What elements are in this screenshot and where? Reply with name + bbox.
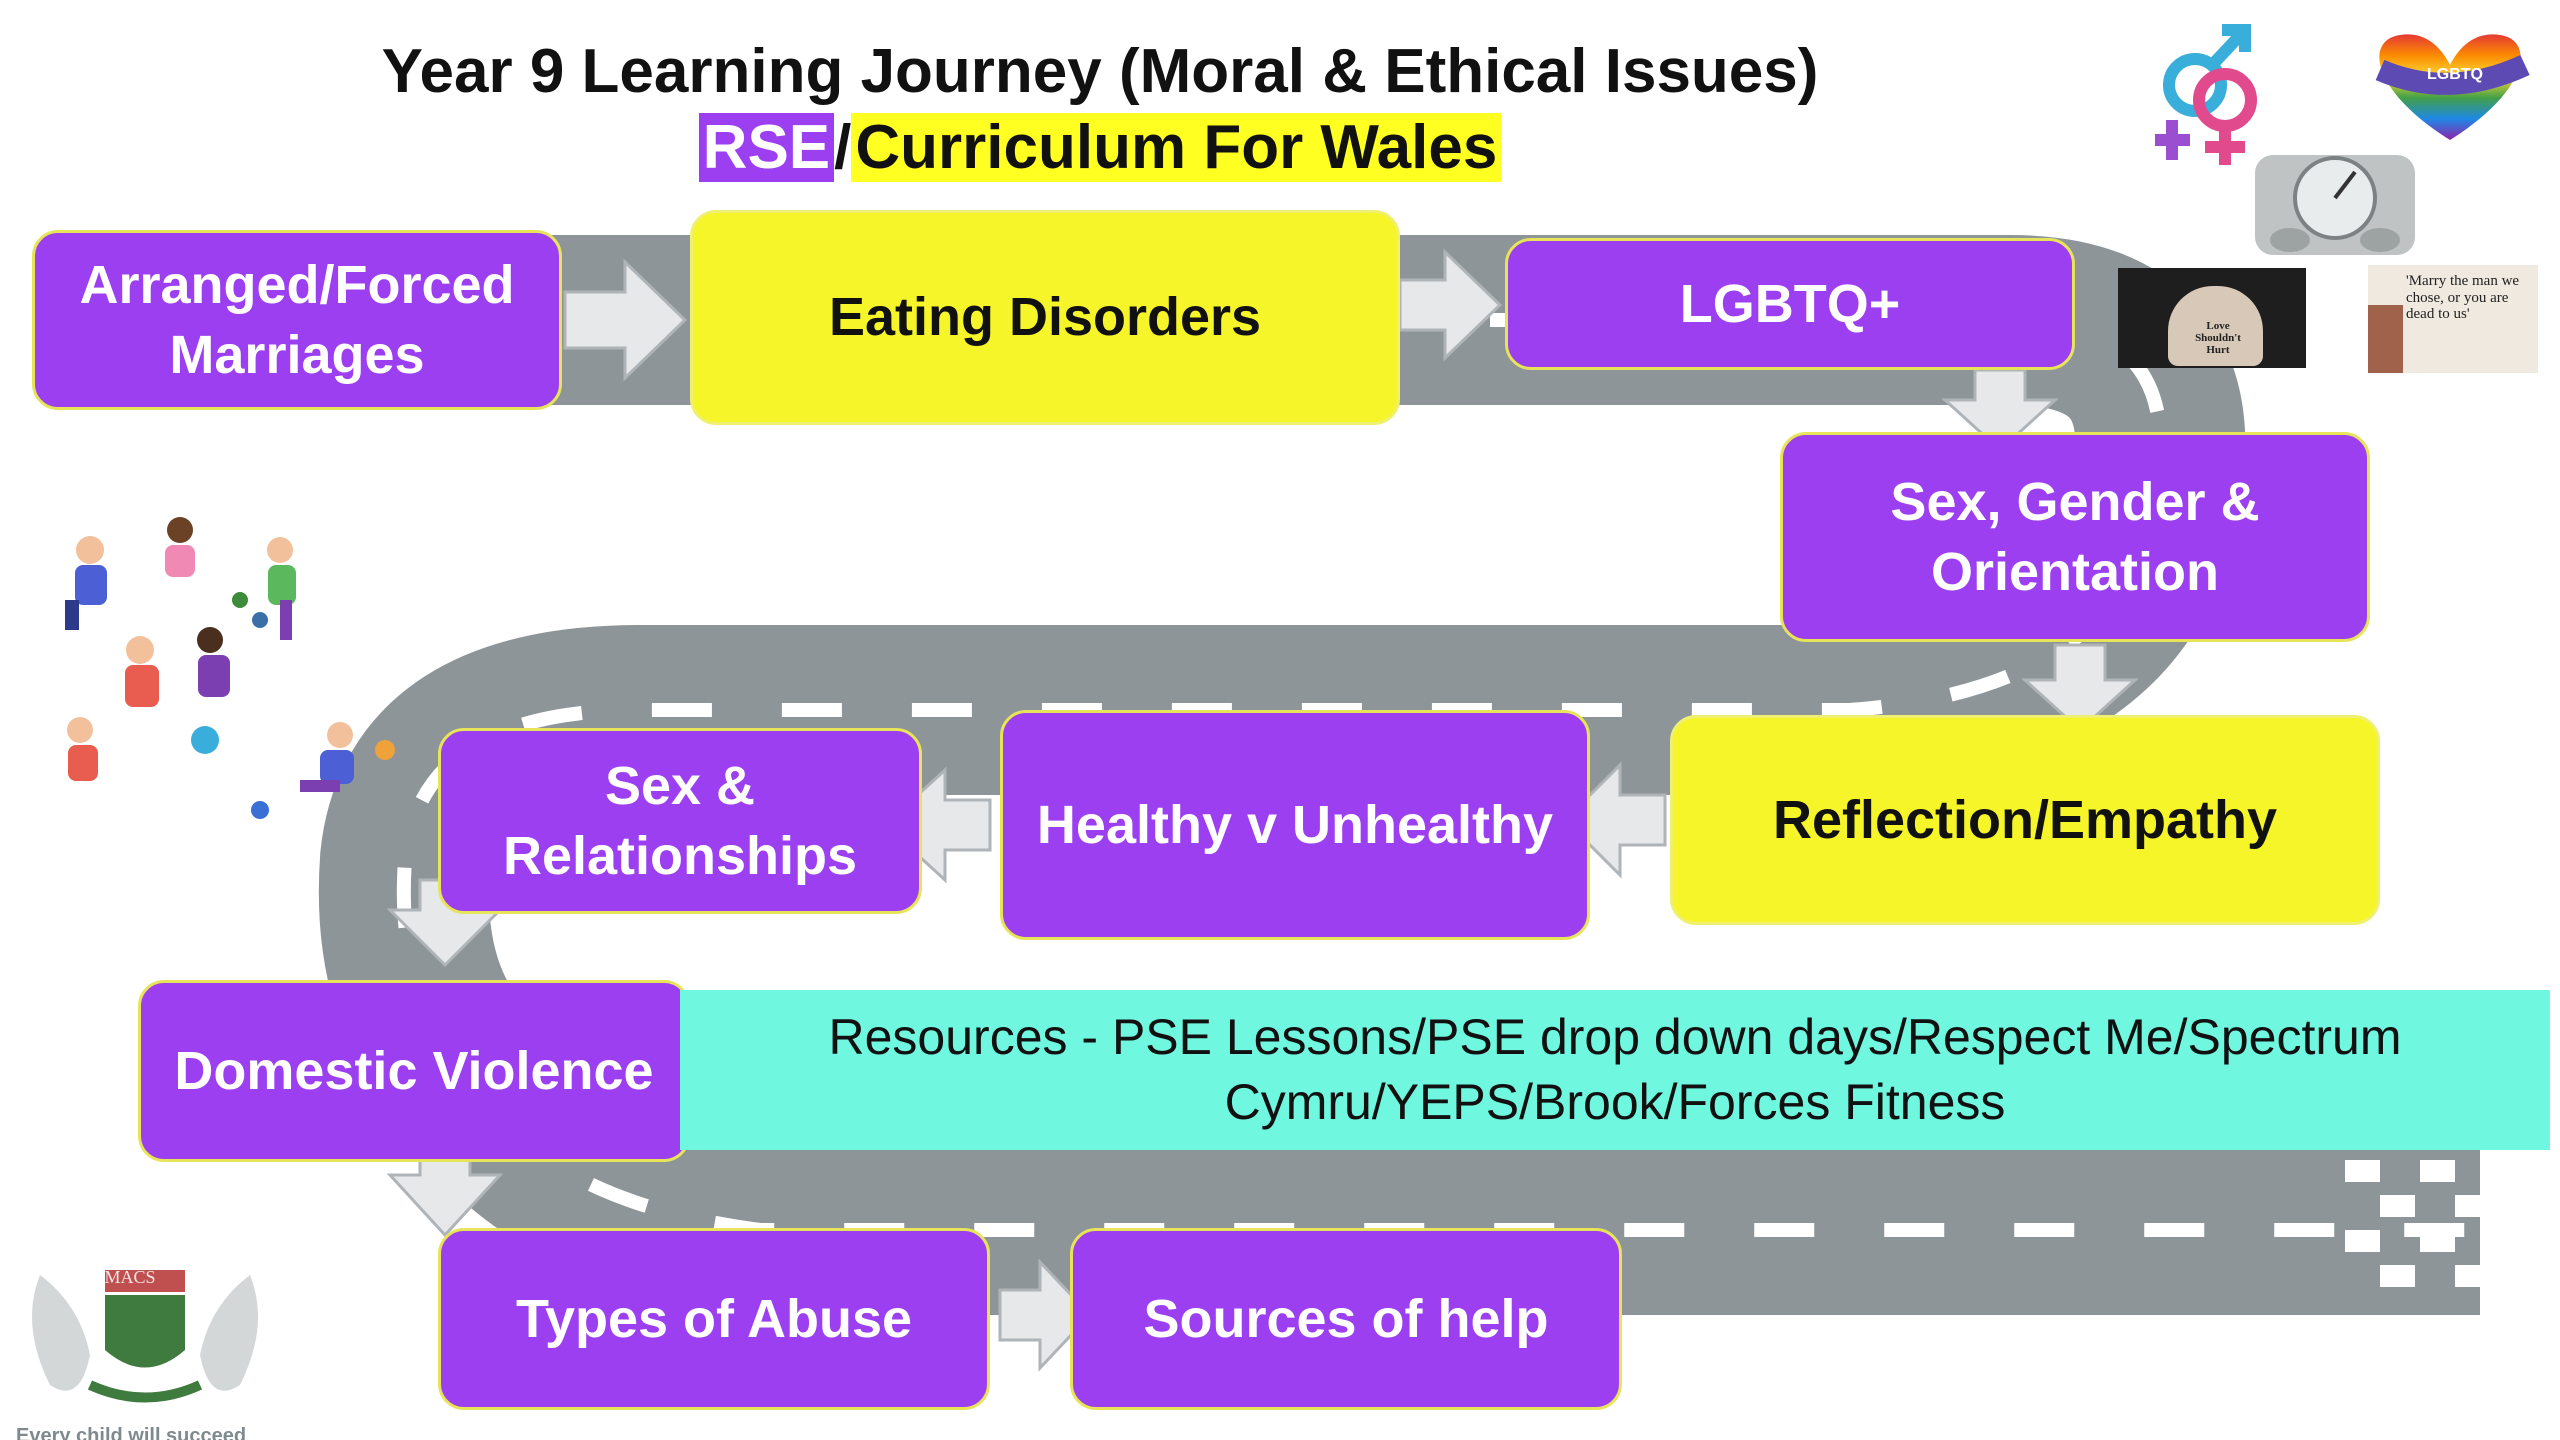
globe-icon bbox=[191, 726, 219, 754]
child-figure-3 bbox=[267, 537, 296, 640]
step-dv-label: Domestic Violence bbox=[174, 1040, 654, 1101]
school-crest-logo bbox=[32, 1270, 258, 1403]
curriculum-label: Curriculum For Wales bbox=[851, 113, 1502, 182]
love-shouldnt-hurt-photo: Love Shouldn't Hurt bbox=[2118, 268, 2306, 368]
step-types-of-abuse: Types of Abuse bbox=[438, 1228, 990, 1410]
step-healthy-unhealthy: Healthy v Unhealthy bbox=[1000, 710, 1590, 940]
page-subtitle: RSE/Curriculum For Wales bbox=[0, 112, 2200, 183]
resources-panel: Resources - PSE Lessons/PSE drop down da… bbox=[680, 990, 2550, 1150]
rse-label: RSE bbox=[698, 113, 835, 182]
arrow-down-2 bbox=[2021, 643, 2139, 733]
bubble-icon bbox=[251, 801, 269, 819]
newspaper-text: 'Marry the man we chose, or you are dead… bbox=[2406, 273, 2520, 322]
step-sgo-line1: Sex, Gender & bbox=[1890, 471, 2260, 532]
school-motto: Every child will succeed bbox=[16, 1425, 247, 1440]
step-arranged-marriages: Arranged/Forced Marriages bbox=[32, 230, 562, 410]
step-reflection-empathy: Reflection/Empathy bbox=[1670, 715, 2380, 925]
newspaper-photo: 'Marry the man we chose, or you are dead… bbox=[2368, 265, 2538, 373]
title-line-1: Year 9 Learning Journey (Moral & Ethical… bbox=[381, 37, 1819, 106]
step-domestic-violence: Domestic Violence bbox=[138, 980, 690, 1162]
page-title: Year 9 Learning Journey (Moral & Ethical… bbox=[0, 36, 2200, 107]
bubble-icon bbox=[252, 612, 268, 628]
step-eating-disorders: Eating Disorders bbox=[690, 210, 1400, 425]
resources-line2: Cymru/YEPS/Brook/Forces Fitness bbox=[1224, 1074, 2006, 1130]
arrow-left-1 bbox=[1562, 761, 1667, 879]
arrow-right-2 bbox=[1398, 248, 1503, 362]
gender-symbol-icon bbox=[2155, 24, 2257, 165]
child-figure-5 bbox=[197, 627, 230, 697]
step-sex-gender-orientation: Sex, Gender & Orientation bbox=[1780, 432, 2370, 642]
step-lgbtq-label: LGBTQ+ bbox=[1679, 273, 1901, 334]
step-sex-relationships: Sex & Relationships bbox=[438, 728, 922, 914]
resources-line1: Resources - PSE Lessons/PSE drop down da… bbox=[828, 1009, 2402, 1065]
crest-lettering: MACS bbox=[104, 1267, 156, 1287]
child-figure-4 bbox=[125, 636, 159, 707]
child-figure-2 bbox=[165, 517, 195, 577]
step-sgo-line2: Orientation bbox=[1930, 542, 2219, 602]
arrow-down-1 bbox=[1941, 368, 2059, 453]
child-figure-1 bbox=[65, 536, 107, 630]
flow-arrows bbox=[386, 248, 2139, 1372]
lgbtq-heart-icon bbox=[2375, 34, 2530, 140]
step-reflection-label: Reflection/Empathy bbox=[1772, 789, 2278, 850]
step-sources-of-help: Sources of help bbox=[1070, 1228, 1622, 1410]
arrow-right-1 bbox=[563, 258, 688, 382]
step-arranged-line1: Arranged/Forced bbox=[79, 254, 515, 315]
step-arranged-line2: Marriages bbox=[169, 325, 425, 385]
children-illustration bbox=[65, 517, 395, 819]
bubble-icon bbox=[232, 592, 248, 608]
child-figure-7 bbox=[300, 722, 354, 792]
child-figure-6 bbox=[67, 717, 98, 781]
scale-icon bbox=[2255, 155, 2415, 255]
step-lgbtq: LGBTQ+ bbox=[1505, 238, 2075, 370]
lgbtq-heart-text: LGBTQ bbox=[2427, 66, 2483, 83]
chequered-finish bbox=[2345, 1160, 2530, 1287]
step-sexrel-line1: Sex & bbox=[604, 755, 756, 816]
arrow-right-3 bbox=[998, 1258, 1093, 1372]
title-slash: / bbox=[834, 113, 852, 182]
bubble-icon bbox=[375, 740, 395, 760]
step-help-label: Sources of help bbox=[1143, 1288, 1549, 1349]
love-back-text: Love Shouldn't Hurt bbox=[2195, 320, 2241, 357]
step-sexrel-line2: Relationships bbox=[502, 826, 858, 886]
step-eating-label: Eating Disorders bbox=[828, 287, 1262, 348]
step-abuse-label: Types of Abuse bbox=[515, 1288, 913, 1349]
step-healthy-label: Healthy v Unhealthy bbox=[1036, 794, 1554, 855]
